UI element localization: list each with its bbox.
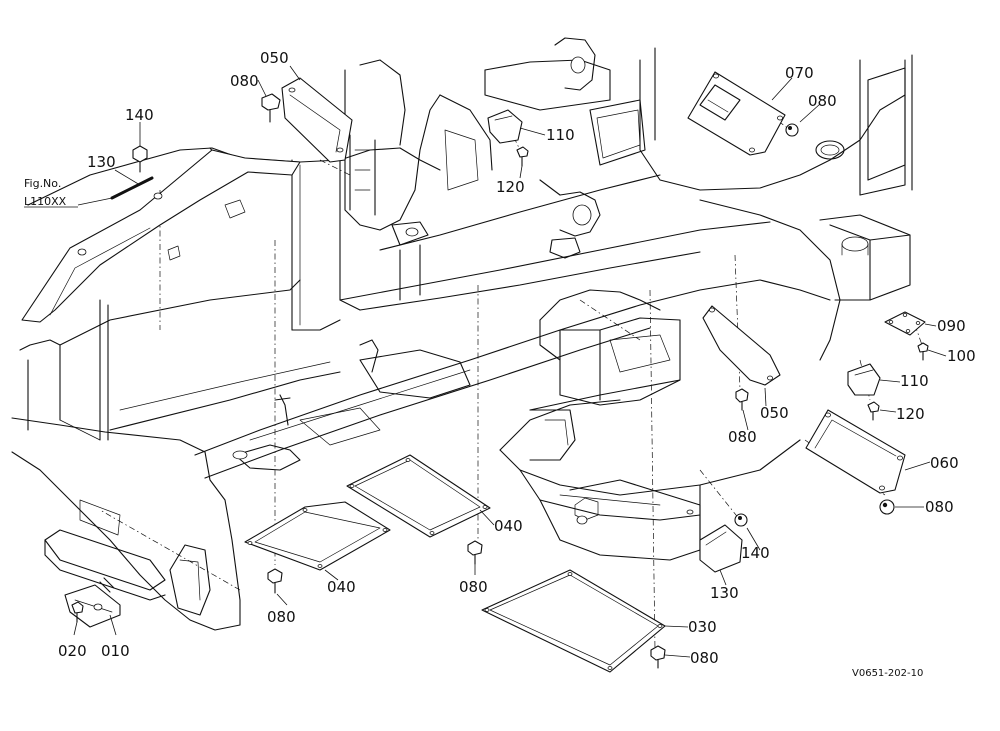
callout-080-lower-right: 080	[925, 498, 954, 516]
callout-140-upper: 140	[125, 106, 154, 124]
part-070-plate	[687, 71, 786, 156]
part-120-bolt-lower	[867, 401, 880, 421]
callout-050-upper: 050	[260, 49, 289, 67]
part-100-screw	[917, 342, 929, 361]
part-120-bolt-upper	[516, 146, 529, 167]
figure-ref-line1: Fig.No.	[24, 177, 61, 190]
part-040-floor-plate-right	[346, 454, 491, 538]
part-080-bolt-floor-right	[467, 540, 483, 565]
callout-010: 010	[101, 642, 130, 660]
callout-040-right: 040	[494, 517, 523, 535]
part-140-bolt	[132, 145, 148, 173]
part-080-bolt-bottom	[650, 645, 666, 669]
frame-body	[11, 37, 913, 631]
callout-080-mid-right: 080	[728, 428, 757, 446]
callout-050-lower: 050	[760, 404, 789, 422]
callout-100: 100	[947, 347, 976, 365]
callout-130-lower: 130	[710, 584, 739, 602]
callout-020: 020	[58, 642, 87, 660]
part-080-nut-lower-right	[879, 499, 895, 515]
part-090-cover-plate	[884, 311, 926, 336]
part-080-bolt-upper-left	[261, 93, 281, 123]
callout-080-upper-right: 080	[808, 92, 837, 110]
callout-090: 090	[937, 317, 966, 335]
part-050-plate-upper	[281, 77, 353, 163]
part-040-floor-plate-left	[244, 501, 391, 571]
part-020-bolt	[71, 601, 84, 623]
part-030-bottom-plate	[481, 569, 666, 673]
callout-080-floor-right: 080	[459, 578, 488, 596]
callout-080-bottom: 080	[690, 649, 719, 667]
callout-labels: Fig.No. L110XX 140 130 050 080 110 120 0…	[24, 49, 976, 679]
part-130-side-cover	[21, 149, 301, 323]
callout-110-lower: 110	[900, 372, 929, 390]
part-010-bracket	[64, 577, 121, 628]
callout-110-upper: 110	[546, 126, 575, 144]
callout-030: 030	[688, 618, 717, 636]
part-080-bolt-floor-left	[267, 568, 283, 594]
part-130-rod	[110, 176, 154, 200]
callout-040-left: 040	[327, 578, 356, 596]
part-110-clip-upper	[487, 109, 523, 144]
callout-070: 070	[785, 64, 814, 82]
part-110-clip-lower	[847, 363, 881, 396]
part-130-cover-small	[699, 524, 743, 573]
callout-080-upper-left: 080	[230, 72, 259, 90]
part-060-plate	[805, 409, 906, 494]
callout-080-floor-left: 080	[267, 608, 296, 626]
drawing-code: V0651-202-10	[852, 668, 923, 679]
part-050-plate-lower	[702, 305, 781, 386]
part-080-bolt-mid-right	[735, 388, 749, 411]
callout-140-lower: 140	[741, 544, 770, 562]
callout-060: 060	[930, 454, 959, 472]
leader-lines	[73, 65, 947, 658]
callout-120-lower: 120	[896, 405, 925, 423]
part-140-cap	[734, 513, 748, 527]
callout-120-upper: 120	[496, 178, 525, 196]
callout-130-upper: 130	[87, 153, 116, 171]
part-080-nut-upper-right	[785, 123, 799, 137]
figure-ref-line2: L110XX	[24, 195, 67, 208]
